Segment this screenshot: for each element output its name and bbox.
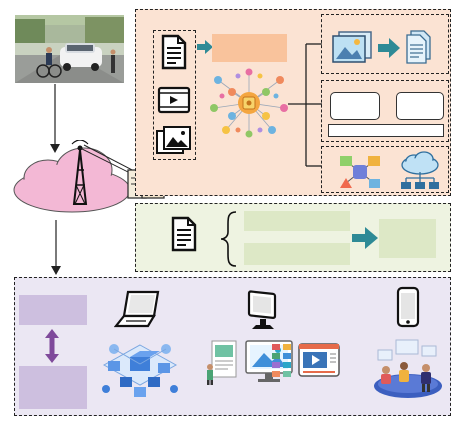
- summary-output-box: [379, 219, 436, 258]
- summary-line-bottom: [244, 243, 350, 265]
- document-icon: [406, 30, 431, 64]
- summary-line-top: [244, 211, 350, 231]
- teal-arrow-icon: [197, 40, 213, 54]
- text-output-box: [212, 34, 287, 62]
- laptop-icon: [114, 290, 160, 328]
- ai-network-icon: [210, 68, 288, 138]
- layout-box: [321, 80, 449, 142]
- sync-box-top: [19, 295, 87, 325]
- phone-icon: [396, 286, 420, 328]
- sync-box-bottom: [19, 366, 87, 409]
- network-box: [321, 146, 449, 193]
- tower-icon: [71, 140, 89, 205]
- iot-network-icon: [102, 344, 178, 397]
- network-icon: [340, 156, 380, 188]
- video-icon: [157, 86, 191, 114]
- document-icon: [161, 34, 187, 70]
- arrow-cloud-to-devices: [51, 220, 61, 275]
- document-icon: [171, 216, 197, 252]
- layout-block-bottom: [328, 124, 444, 137]
- monitor-icon: [247, 290, 277, 329]
- data-types-box: [153, 30, 196, 160]
- layout-block-left: [330, 92, 380, 120]
- ai-to-outputs-connector: [288, 43, 322, 167]
- teal-arrow-icon: [378, 38, 400, 58]
- image-to-document-box: [321, 14, 449, 74]
- cloud-icon: [13, 147, 131, 213]
- images-icon: [156, 126, 191, 154]
- vr-users-icon: [374, 339, 442, 398]
- arrow-photo-to-cloud: [50, 84, 60, 153]
- teal-arrow-icon: [352, 227, 378, 249]
- photo-gallery-icon: [207, 340, 237, 385]
- video-player-icon: [298, 343, 340, 377]
- street-photo: [15, 15, 124, 83]
- layout-block-right: [396, 92, 444, 120]
- double-arrow-icon: [45, 329, 59, 363]
- brace-icon: [220, 211, 237, 267]
- image-icon: [332, 31, 372, 63]
- cloud-with-tower: [13, 140, 131, 213]
- cloud-network-icon: [401, 151, 439, 189]
- app-grid-icon: [272, 344, 291, 377]
